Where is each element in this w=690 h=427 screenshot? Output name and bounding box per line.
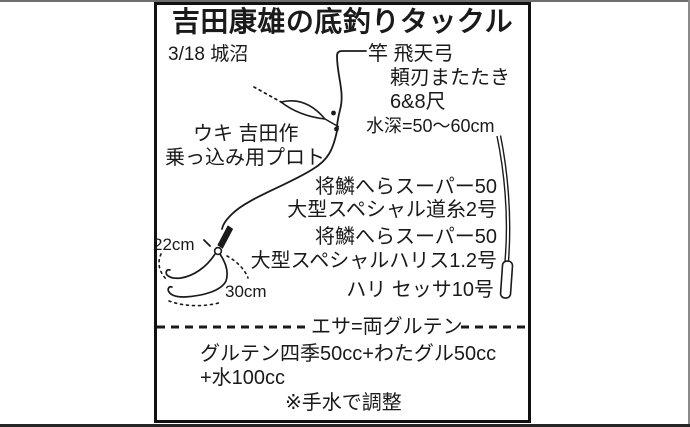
leader-brand-label: 将鱗へらスーパー50	[314, 226, 497, 248]
hook-label: ハリ セッサ10号	[346, 279, 494, 301]
float-name-label: ウキ 吉田作	[193, 123, 299, 145]
bait-recipe-line2: +水100cc	[200, 367, 286, 389]
rod-model-label: 頼刃またたき	[390, 67, 510, 89]
page-top-edge	[0, 0, 690, 2]
rod-length-label: 6&8尺	[390, 91, 446, 113]
hair-upper-length-label: 22cm	[153, 235, 195, 254]
diagram-frame	[154, 2, 531, 423]
date-location-label: 3/18 城沼	[168, 44, 249, 65]
leader-spec-label: 大型スペシャルハリス1.2号	[250, 250, 497, 272]
bait-adjust-note: ※手水で調整	[285, 392, 402, 414]
bait-section-header: エサ=両グルテン	[311, 316, 463, 338]
diagram-title: 吉田康雄の底釣りタックル	[171, 6, 514, 37]
float-type-label: 乗っ込み用プロト	[165, 147, 325, 169]
bait-recipe-line1: グルテン四季50cc+わたグル50cc	[200, 343, 497, 365]
page-bottom-edge	[0, 424, 690, 427]
main-line-spec-label: 大型スペシャル道糸2号	[287, 199, 497, 221]
page-right-edge	[688, 0, 690, 427]
water-depth-label: 水深=50〜60cm	[366, 116, 495, 136]
main-line-brand-label: 将鱗へらスーパー50	[314, 176, 497, 198]
hair-lower-length-label: 30cm	[225, 282, 267, 301]
rod-name-label: 竿 飛天弓	[368, 43, 454, 65]
